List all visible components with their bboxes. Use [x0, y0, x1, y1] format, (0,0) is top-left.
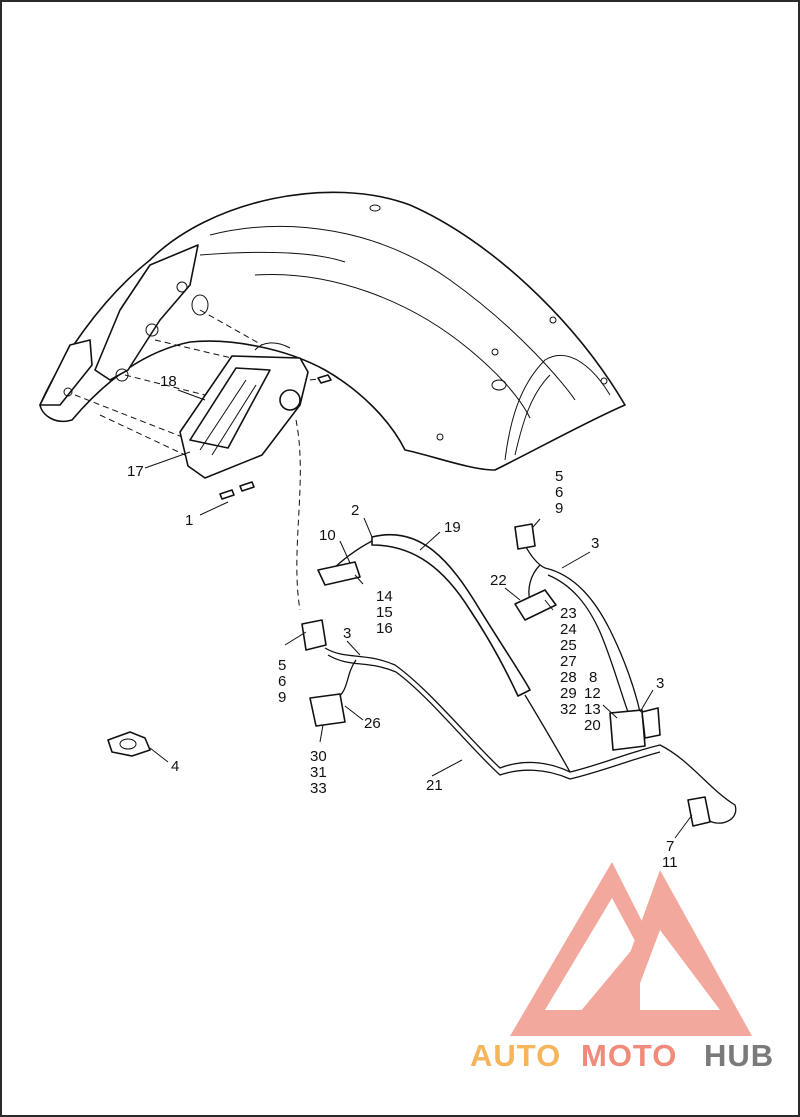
- callout-30: 30: [310, 748, 327, 765]
- callout-10: 10: [319, 527, 336, 544]
- callout-4: 4: [171, 758, 179, 775]
- callout-3: 3: [591, 535, 599, 552]
- watermark-text-auto: AUTO: [470, 1038, 561, 1073]
- callout-12: 12: [584, 685, 601, 702]
- watermark-text-moto: MOTO: [581, 1038, 677, 1073]
- callout-31: 31: [310, 764, 327, 781]
- callout-5: 5: [555, 468, 563, 485]
- callout-26: 26: [364, 715, 381, 732]
- callout-9: 9: [278, 689, 286, 706]
- callout-32: 32: [560, 701, 577, 718]
- watermark-logo: [510, 862, 752, 1036]
- connector-icon: [301, 523, 711, 827]
- callout-25: 25: [560, 637, 577, 654]
- callout-20: 20: [584, 717, 601, 734]
- callout-16: 16: [376, 620, 393, 637]
- callout-17: 17: [127, 463, 144, 480]
- wiring-harness-19: [317, 533, 531, 697]
- watermark-text-hub: HUB: [704, 1038, 774, 1073]
- wiring-harness-21: [324, 544, 737, 824]
- callout-13: 13: [584, 701, 601, 718]
- callout-29: 29: [560, 685, 577, 702]
- callout-6: 6: [278, 673, 286, 690]
- rear-fender: [39, 191, 626, 471]
- callout-7: 7: [666, 838, 674, 855]
- callout-15: 15: [376, 604, 393, 621]
- screw-icon: [219, 374, 332, 500]
- tail-lamp: [179, 342, 309, 479]
- callout-14: 14: [376, 588, 393, 605]
- callout-19: 19: [444, 519, 461, 536]
- callout-28: 28: [560, 669, 577, 686]
- wire-clip-icon: [107, 731, 151, 757]
- callout-18: 18: [160, 373, 177, 390]
- callout-3: 3: [343, 625, 351, 642]
- callout-1: 1: [185, 512, 193, 529]
- callout-11: 11: [662, 854, 678, 871]
- callout-21: 21: [426, 777, 443, 794]
- callout-22: 22: [490, 572, 507, 589]
- callout-3: 3: [656, 675, 664, 692]
- callout-24: 24: [560, 621, 577, 638]
- callout-2: 2: [351, 502, 359, 519]
- callout-33: 33: [310, 780, 327, 797]
- callout-5: 5: [278, 657, 286, 674]
- callout-9: 9: [555, 500, 563, 517]
- callout-27: 27: [560, 653, 577, 670]
- callout-8: 8: [589, 669, 597, 686]
- callout-23: 23: [560, 605, 577, 622]
- callout-6: 6: [555, 484, 563, 501]
